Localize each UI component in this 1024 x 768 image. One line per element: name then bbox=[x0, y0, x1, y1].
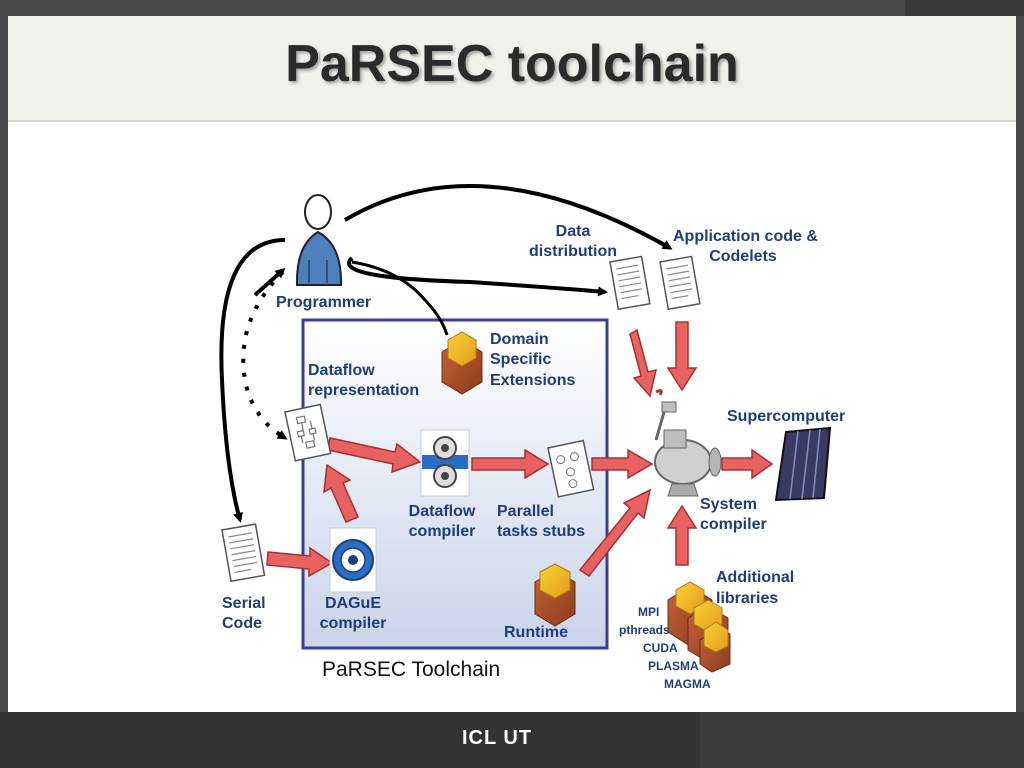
label-programmer: Programmer bbox=[276, 294, 372, 311]
label-dataflow-compiler-2: compiler bbox=[408, 523, 476, 540]
red-arrow-serial-to-dague bbox=[266, 546, 334, 578]
package-icon-dse bbox=[441, 331, 483, 395]
programmer-icon bbox=[295, 194, 343, 286]
label-system-compiler-1: System bbox=[700, 496, 757, 513]
label-dataflow-compiler-1: Dataflow bbox=[408, 503, 476, 520]
red-arrow-dague-to-dataflow bbox=[323, 463, 359, 523]
arrow-programmer-to-dse bbox=[351, 260, 449, 336]
label-system-compiler-2: compiler bbox=[700, 516, 767, 533]
red-arrow-libs-to-grinder bbox=[666, 504, 698, 566]
package-icon-libraries bbox=[667, 581, 731, 673]
top-bar bbox=[0, 0, 1024, 16]
arrow-dotted-up bbox=[253, 268, 286, 297]
label-serial-2: Code bbox=[222, 615, 262, 632]
red-arrow-appcode-to-grinder bbox=[666, 321, 698, 392]
red-arrow-stubs-to-grinder bbox=[591, 448, 654, 480]
right-edge bbox=[1016, 16, 1024, 716]
label-dague-2: compiler bbox=[319, 615, 387, 632]
document-icon-data-distribution bbox=[609, 255, 651, 311]
label-app-code-2: Codelets bbox=[709, 248, 777, 265]
meat-grinder-icon bbox=[654, 389, 722, 497]
red-arrows bbox=[266, 321, 774, 578]
document-icon-serial-code bbox=[221, 523, 266, 583]
icl-ut-logo: ICL UT bbox=[462, 727, 533, 749]
label-dague-1: DAGuE bbox=[325, 595, 381, 612]
label-data-distribution-1: Data bbox=[555, 223, 591, 240]
arrow-programmer-to-appcode bbox=[343, 183, 673, 250]
document-icon-app-code bbox=[659, 255, 701, 311]
label-data-distribution-2: distribution bbox=[529, 243, 617, 260]
label-domain-2: Specific bbox=[490, 351, 552, 368]
title-bar bbox=[8, 16, 1016, 122]
red-arrow-dataflow-to-compiler bbox=[327, 437, 422, 474]
label-parallel-1: Parallel bbox=[497, 503, 554, 520]
toolchain-caption: PaRSEC Toolchain bbox=[322, 658, 501, 681]
arrow-programmer-to-serial bbox=[219, 238, 286, 523]
label-additional-1: Additional bbox=[716, 569, 795, 586]
document-icon-parallel-stubs bbox=[547, 439, 595, 498]
red-arrow-grinder-to-super bbox=[721, 448, 774, 480]
footer-bar bbox=[0, 712, 1024, 768]
label-parallel-2: tasks stubs bbox=[497, 523, 586, 540]
arrow-programmer-to-datadist bbox=[347, 256, 608, 297]
dague-compiler-icon bbox=[329, 527, 377, 593]
supercomputer-icon bbox=[774, 426, 832, 502]
package-icon-runtime bbox=[534, 563, 576, 627]
red-arrow-datadist-to-grinder bbox=[629, 328, 658, 398]
top-bar-accent bbox=[0, 0, 905, 16]
label-lib-pthreads: pthreads bbox=[619, 623, 670, 637]
document-icon-dataflow bbox=[284, 403, 332, 462]
dataflow-compiler-icon bbox=[420, 429, 470, 497]
label-serial-1: Serial bbox=[222, 595, 266, 612]
label-domain-1: Domain bbox=[490, 331, 549, 348]
label-lib-plasma: PLASMA bbox=[648, 659, 699, 673]
label-domain-3: Extensions bbox=[490, 372, 576, 389]
label-supercomputer: Supercomputer bbox=[727, 408, 846, 425]
red-arrow-compiler-to-stubs bbox=[471, 448, 550, 480]
label-lib-cuda: CUDA bbox=[643, 641, 678, 655]
label-dataflow-rep-2: representation bbox=[308, 382, 420, 399]
label-app-code-1: Application code & bbox=[673, 228, 818, 245]
red-arrow-runtime-to-grinder bbox=[578, 488, 652, 578]
left-edge bbox=[0, 16, 8, 716]
label-lib-mpi: MPI bbox=[638, 605, 660, 619]
arrow-dotted-dataflow bbox=[241, 270, 288, 440]
footer-accent bbox=[700, 712, 1024, 768]
label-runtime: Runtime bbox=[504, 624, 568, 641]
label-dataflow-rep-1: Dataflow bbox=[308, 362, 375, 379]
label-lib-magma: MAGMA bbox=[664, 677, 711, 691]
slide-title: PaRSEC toolchain bbox=[285, 35, 739, 93]
label-additional-2: libraries bbox=[716, 590, 779, 607]
